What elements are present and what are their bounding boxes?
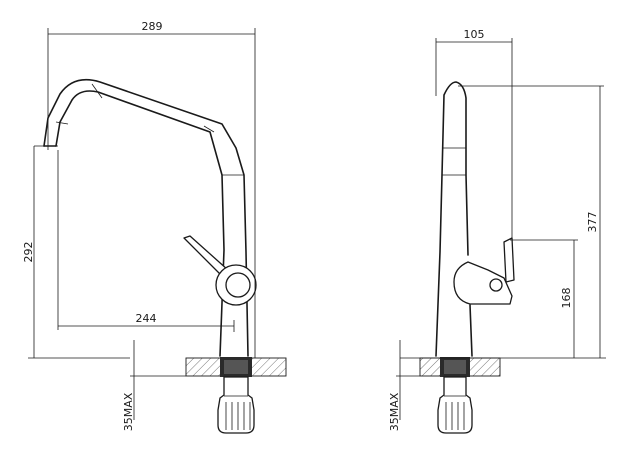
front-height-dimension: 292 — [22, 242, 35, 263]
front-reach-dimension: 244 — [136, 312, 157, 325]
side-cap-screw — [489, 278, 503, 292]
front-lever — [183, 235, 229, 277]
front-shank — [217, 376, 255, 434]
side-view: 105 377 168 35MAX — [388, 28, 606, 434]
side-depth-dimension: 105 — [464, 28, 485, 41]
side-cartridge — [453, 261, 513, 305]
front-view: 289 292 244 35MAX — [22, 20, 287, 434]
front-faucet-body — [55, 90, 225, 357]
side-faucet-body — [435, 81, 469, 357]
side-deck-dimension: 35MAX — [388, 392, 401, 431]
side-height-dimension: 377 — [586, 212, 599, 233]
side-lever — [503, 237, 515, 283]
side-nut-inner — [444, 360, 466, 374]
front-width-dimension: 289 — [142, 20, 163, 33]
side-lever-height-dimension: 168 — [560, 288, 573, 309]
side-shank — [437, 376, 473, 434]
front-deck-dimension: 35MAX — [122, 392, 135, 431]
front-nut-inner — [224, 360, 248, 374]
